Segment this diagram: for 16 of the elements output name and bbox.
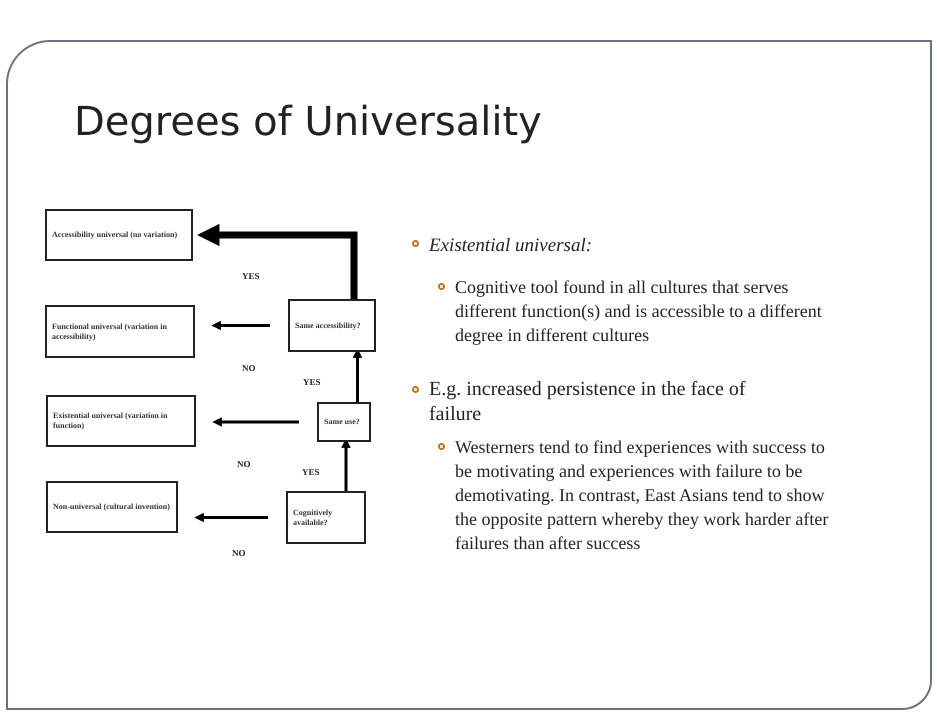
decision-box: Cognitively available? [286, 491, 366, 544]
arrow [212, 417, 299, 427]
sub-bullet-text: Cognitive tool found in all cultures that serves different function(s) and is accessible to a different degree in different cultures [455, 276, 823, 346]
sub-bullet-text: Westerners tend to find experiences with success to be motivating and experiences with failure to be demotivating. In contrast, East Asians tend to show the opposite pattern whereby they work harder after failures than after success [455, 436, 830, 554]
arrow [197, 224, 358, 299]
outcome-box: Non-universal (cultural invention) [46, 481, 178, 533]
outcome-box: Existential universal (variation in function) [46, 395, 196, 447]
slide-title: Degrees of Universality [74, 98, 542, 147]
decision-box: Same accessibility? [288, 299, 376, 352]
outcome-box: Accessibility universal (no variation) [45, 209, 193, 261]
decision-box: Same use? [317, 402, 371, 442]
arrow [211, 320, 270, 330]
bullet-text: Existential universal: [429, 234, 592, 258]
arrow [194, 512, 268, 522]
outcome-box: Functional universal (variation in accessibility) [45, 305, 195, 358]
bullet-text: E.g. increased persistence in the face of failure [429, 376, 747, 426]
